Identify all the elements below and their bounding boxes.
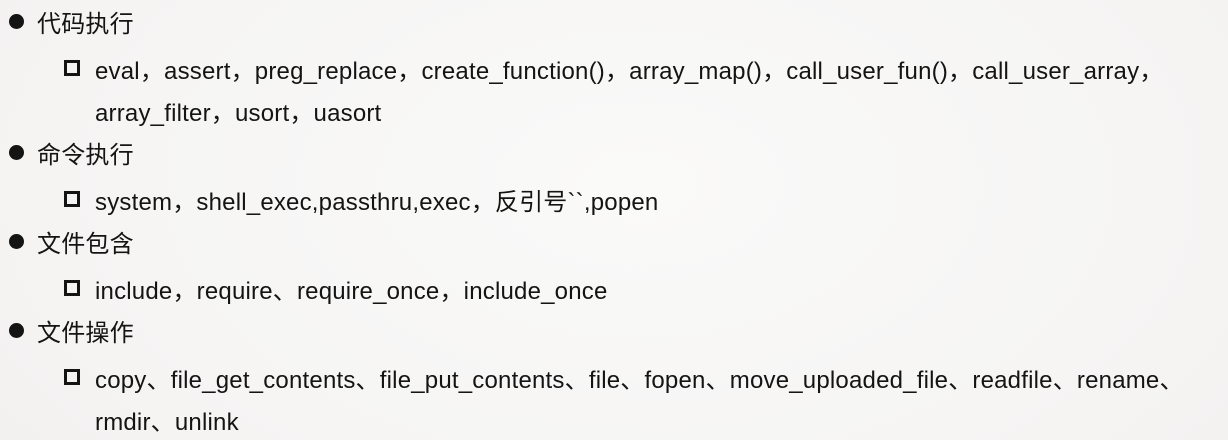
list-item-text: system，shell_exec,passthru,exec，反引号``,po… <box>95 188 659 216</box>
section-title: 文件包含 <box>37 230 134 258</box>
list-item-level1: 代码执行 <box>0 0 1228 42</box>
section-title: 命令执行 <box>37 141 134 169</box>
list-item-text: eval，assert，preg_replace，create_function… <box>95 57 1164 85</box>
bullet-circle-icon <box>9 13 24 29</box>
section-title: 代码执行 <box>37 10 134 38</box>
section-command-execution: 命令执行 system，shell_exec,passthru,exec，反引号… <box>0 131 1228 220</box>
section-file-operations: 文件操作 copy、file_get_contents、file_put_con… <box>0 309 1228 440</box>
list-item-level2: system，shell_exec,passthru,exec，反引号``,po… <box>0 178 1228 220</box>
bullet-square-icon <box>64 369 80 385</box>
bullet-circle-icon <box>9 144 24 160</box>
bullet-square-icon <box>64 60 80 76</box>
list-item-level1: 命令执行 <box>0 131 1228 173</box>
bullet-circle-icon <box>9 233 24 249</box>
list-item-text: array_filter，usort，uasort <box>95 99 382 127</box>
section-code-execution: 代码执行 eval，assert，preg_replace，create_fun… <box>0 0 1228 131</box>
list-item-text: copy、file_get_contents、file_put_contents… <box>95 366 1184 394</box>
list-item-level2: eval，assert，preg_replace，create_function… <box>0 47 1228 89</box>
bullet-circle-icon <box>9 322 24 338</box>
list-item-level1: 文件操作 <box>0 309 1228 351</box>
list-item-level2: include，require、require_once，include_onc… <box>0 267 1228 309</box>
section-file-inclusion: 文件包含 include，require、require_once，includ… <box>0 220 1228 309</box>
list-item-level2-continuation: array_filter，usort，uasort <box>0 89 1228 131</box>
list-item-text: rmdir、unlink <box>95 408 239 436</box>
section-title: 文件操作 <box>37 319 134 347</box>
bullet-square-icon <box>64 191 80 207</box>
list-item-text: include，require、require_once，include_onc… <box>95 277 608 305</box>
bullet-square-icon <box>64 280 80 296</box>
list-item-level1: 文件包含 <box>0 220 1228 262</box>
list-item-level2-continuation: rmdir、unlink <box>0 398 1228 440</box>
list-item-level2: copy、file_get_contents、file_put_contents… <box>0 356 1228 398</box>
